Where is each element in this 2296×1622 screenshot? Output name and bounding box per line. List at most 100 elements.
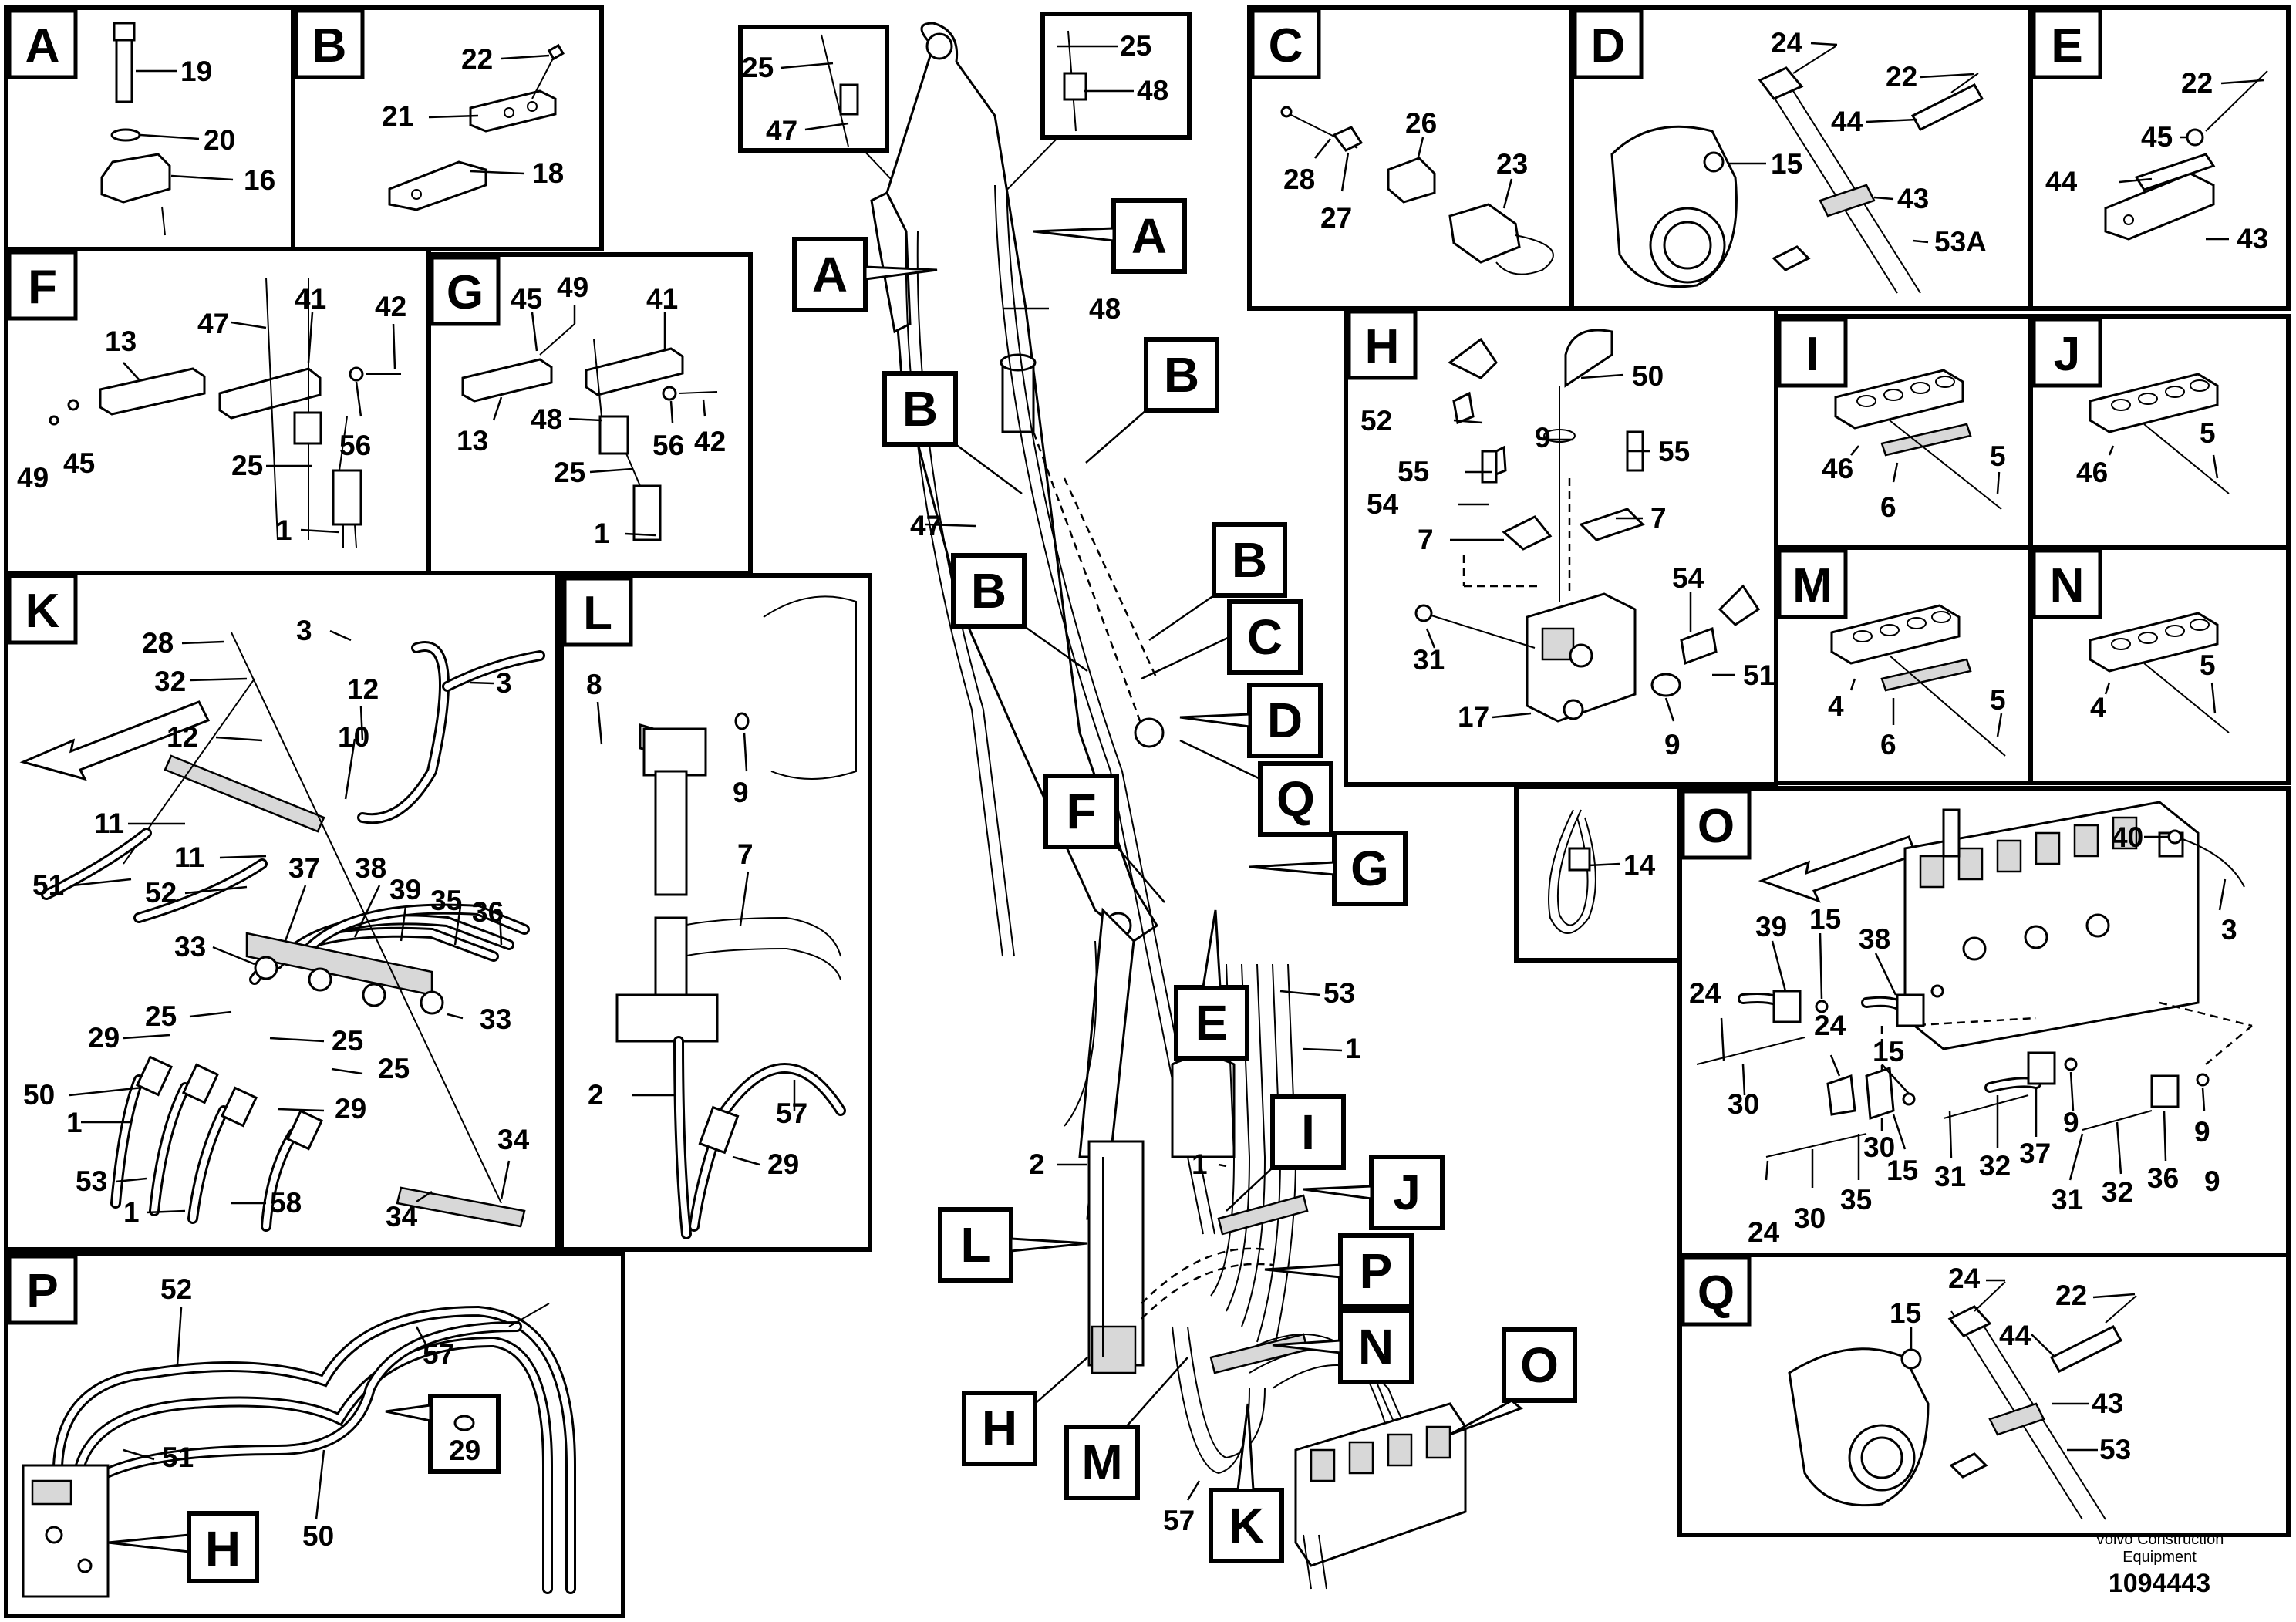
panel-k: K bbox=[4, 571, 559, 1252]
panel-b-letter: B bbox=[312, 19, 347, 73]
label: 22 bbox=[1886, 61, 1917, 93]
label: 39 bbox=[1755, 911, 1787, 943]
drawing-number: 1094443 bbox=[2109, 1569, 2210, 1598]
panel-h: H bbox=[1344, 306, 1778, 787]
panel-m: M 4 5 6 bbox=[1774, 545, 2033, 785]
label: 1 bbox=[66, 1107, 83, 1138]
label: 52 bbox=[145, 877, 177, 909]
cylinder-bracket bbox=[615, 595, 857, 1239]
label: 15 bbox=[1809, 903, 1841, 935]
callout-a-left: A bbox=[792, 237, 938, 312]
label: 39 bbox=[389, 874, 421, 905]
callout-l: L bbox=[938, 1207, 1088, 1283]
direction-arrow-icon bbox=[1758, 835, 1917, 903]
svg-text:B: B bbox=[1164, 347, 1199, 403]
label: 34 bbox=[497, 1124, 530, 1155]
label: 9 bbox=[2204, 1165, 2220, 1197]
svg-text:A: A bbox=[1131, 208, 1167, 264]
svg-text:B: B bbox=[1232, 532, 1267, 588]
callout-h: H bbox=[962, 1357, 1088, 1466]
label: 48 bbox=[1137, 75, 1168, 106]
label: 5 bbox=[2200, 649, 2216, 681]
bolt-part bbox=[100, 22, 171, 236]
clamp-assembly bbox=[49, 277, 401, 548]
label: 25 bbox=[742, 52, 774, 83]
label: 49 bbox=[557, 271, 588, 303]
control-valve bbox=[1294, 1402, 1467, 1590]
label: 51 bbox=[32, 869, 64, 901]
label: 25 bbox=[145, 1000, 177, 1032]
label: 45 bbox=[511, 283, 542, 315]
label: 9 bbox=[2194, 1116, 2210, 1148]
label: 43 bbox=[1897, 183, 1929, 214]
panel-l-letter: L bbox=[583, 587, 612, 640]
callout-c: C bbox=[1141, 599, 1303, 680]
panel-m-letter: M bbox=[1792, 559, 1832, 612]
label: 28 bbox=[1283, 164, 1315, 195]
label: 25 bbox=[231, 450, 263, 481]
callout-m: M bbox=[1064, 1357, 1188, 1500]
label: 18 bbox=[532, 157, 564, 189]
label: 26 bbox=[1405, 107, 1437, 139]
callout-n: N bbox=[1272, 1309, 1414, 1384]
panel-e: E 22 45 44 43 bbox=[2028, 5, 2291, 311]
label: 31 bbox=[1413, 644, 1445, 676]
label: 3 bbox=[296, 615, 312, 646]
label: 29 bbox=[88, 1022, 120, 1054]
label: 50 bbox=[302, 1520, 334, 1552]
panel-d: D 24 22 44 15 43 53A bbox=[1569, 5, 2033, 311]
panel-g: G 45 49 41 13 48 56 42 25 1 bbox=[426, 252, 753, 575]
clamp-part bbox=[388, 43, 565, 211]
footer: Volvo Construction Equipment 1094443 bbox=[2095, 1531, 2224, 1598]
panel-j-letter: J bbox=[2054, 328, 2080, 381]
label: 7 bbox=[1650, 502, 1667, 534]
boom-overview: 25 47 25 48 bbox=[738, 12, 1577, 1590]
cylinder-mount bbox=[1610, 46, 1984, 294]
label: 1 bbox=[1345, 1033, 1361, 1064]
label: 53 bbox=[2099, 1434, 2131, 1465]
label: 20 bbox=[204, 124, 235, 156]
label: 55 bbox=[1658, 436, 1690, 467]
label: 41 bbox=[646, 283, 678, 315]
label: 22 bbox=[2181, 67, 2213, 99]
label: 47 bbox=[197, 308, 229, 339]
callout-i: I bbox=[1226, 1094, 1346, 1212]
label: 54 bbox=[1672, 562, 1704, 594]
svg-text:B: B bbox=[971, 563, 1006, 619]
panel-p-h-callout: H bbox=[205, 1521, 241, 1576]
label: 15 bbox=[1873, 1036, 1904, 1067]
label: 44 bbox=[1999, 1320, 2031, 1351]
label: 38 bbox=[1859, 923, 1890, 955]
hose-bundle bbox=[41, 632, 545, 1232]
label: 35 bbox=[430, 885, 462, 916]
svg-text:A: A bbox=[812, 247, 848, 302]
svg-text:H: H bbox=[982, 1401, 1017, 1456]
panel-e-letter: E bbox=[2051, 19, 2082, 73]
panel-c-letter: C bbox=[1269, 19, 1303, 73]
svg-text:L: L bbox=[960, 1217, 990, 1273]
label: 9 bbox=[1664, 729, 1681, 760]
panel-q: Q 24 22 15 44 43 53 bbox=[1677, 1253, 2291, 1537]
panel-o: O bbox=[1677, 786, 2291, 1257]
panel-i-letter: I bbox=[1805, 328, 1819, 381]
label: 11 bbox=[174, 841, 204, 873]
clamp-assembly bbox=[461, 323, 718, 541]
label: 24 bbox=[1771, 27, 1803, 59]
callout-k: K bbox=[1209, 1403, 1284, 1563]
label: 58 bbox=[270, 1187, 302, 1219]
label: 4 bbox=[1828, 690, 1844, 722]
label: 25 bbox=[554, 457, 585, 488]
label: 35 bbox=[1840, 1184, 1872, 1216]
label: 36 bbox=[472, 896, 504, 928]
label: 57 bbox=[423, 1338, 454, 1370]
panel-n-letter: N bbox=[2050, 559, 2085, 612]
label: 7 bbox=[737, 838, 754, 870]
label: 25 bbox=[1120, 30, 1151, 62]
label: 5 bbox=[2200, 417, 2216, 449]
label: 36 bbox=[2147, 1162, 2179, 1194]
svg-text:B: B bbox=[902, 381, 938, 437]
label: 57 bbox=[776, 1098, 807, 1129]
direction-arrow-icon bbox=[19, 700, 211, 781]
label: 13 bbox=[105, 325, 137, 357]
panel-b: B 22 21 18 bbox=[291, 5, 604, 251]
